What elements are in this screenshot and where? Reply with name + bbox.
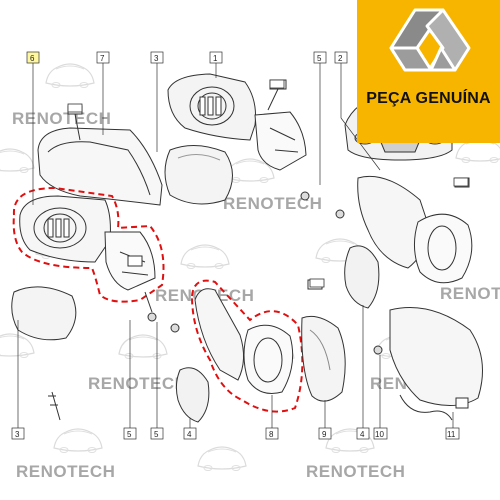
callout-number: 4 [187, 430, 192, 439]
genuine-part-badge: PEÇA GENUÍNA [357, 0, 500, 143]
callout-number: 3 [154, 54, 159, 63]
mirror-body-assembly-left [19, 195, 156, 291]
watermark-text: RENOTECH [223, 194, 322, 213]
watermark-text: RENOTECH [12, 109, 111, 128]
badge-label: PEÇA GENUÍNA [366, 90, 491, 107]
mirror-glass-top [164, 145, 233, 205]
callout-number: 5 [154, 430, 159, 439]
watermark-text: RENOTECH [440, 284, 500, 303]
mirror-glass-center [175, 367, 210, 423]
mirror-glass-right [344, 245, 380, 309]
fastener-screws [48, 191, 383, 421]
callout-number: 2 [338, 54, 343, 63]
callout-number: 11 [447, 430, 456, 439]
highlight-outline-left [12, 186, 165, 303]
renault-diamond-logo [389, 8, 471, 72]
callout-number: 10 [375, 430, 384, 439]
top-callouts: 6 7 3 1 5 2 [26, 51, 348, 64]
callout-box-highlighted [26, 51, 40, 64]
callout-number: 5 [317, 54, 322, 63]
watermark-text: RENOTECH [306, 462, 405, 481]
mirror-shell-with-wire [389, 307, 483, 421]
label-boxes [67, 79, 469, 288]
watermark-text: RENOTECH [88, 374, 187, 393]
mirror-housing-assembly [167, 73, 307, 171]
callout-number: 9 [322, 430, 327, 439]
mirror-cover-right [301, 315, 346, 402]
mirror-assembly-right [357, 175, 473, 284]
callout-number: 5 [127, 430, 132, 439]
callout-number: 3 [15, 430, 20, 439]
leader-lines [17, 62, 454, 428]
callout-number: 6 [30, 54, 35, 63]
callout-number: 1 [213, 54, 218, 63]
callout-number: 8 [269, 430, 274, 439]
bottom-callouts: 3 5 5 4 8 9 4 10 11 [11, 427, 460, 440]
watermark-text: RENOTECH [16, 462, 115, 481]
callout-number: 7 [100, 54, 105, 63]
highlight-outline-center [190, 279, 304, 413]
mirror-glass-left [11, 286, 77, 341]
callout-number: 4 [360, 430, 365, 439]
